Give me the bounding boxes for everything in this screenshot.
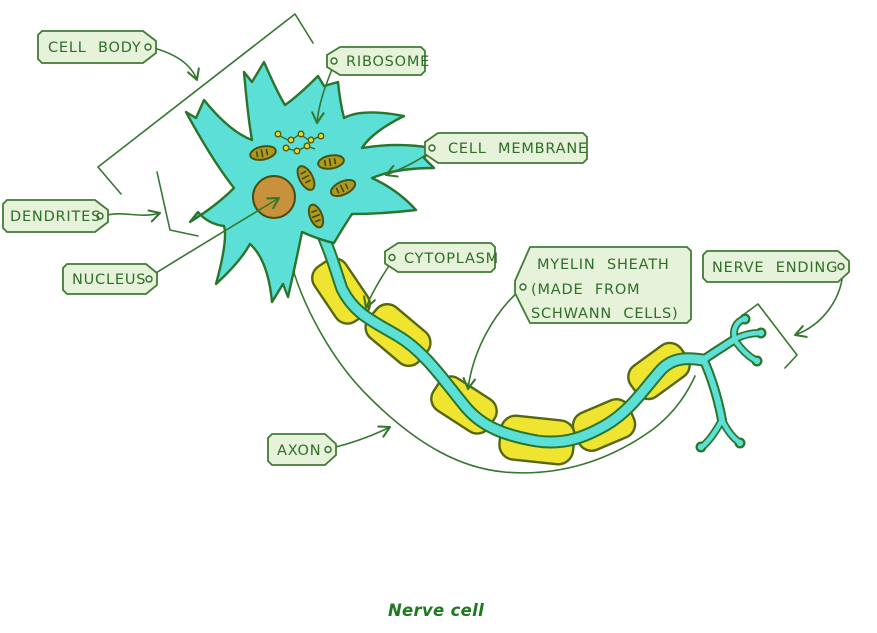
myelin-label-line2: (MADE FROM <box>531 282 640 298</box>
mitochondrion-cristae <box>300 170 311 184</box>
guide-brackets <box>97 13 798 474</box>
ribosome-bead <box>293 147 301 155</box>
tag-shape <box>267 433 337 466</box>
lower-prong <box>700 417 725 449</box>
nerve-ending-bracket <box>742 303 798 369</box>
mitochondrion <box>317 154 345 170</box>
lower-prong <box>719 417 742 445</box>
mitochondrion <box>296 165 316 191</box>
mitochondrion <box>307 203 325 229</box>
terminal-bulb <box>741 315 749 323</box>
tag-hole-icon <box>324 445 332 454</box>
ribosome-bead <box>287 136 295 144</box>
axon-cytoplasm <box>319 233 708 447</box>
mitochondrion-body <box>329 178 357 198</box>
cell-membrane-label: CELL MEMBRANE <box>448 141 588 157</box>
terminal-bulb <box>736 439 744 447</box>
tag-hole-icon <box>330 57 338 65</box>
mitochondrion-cristae <box>255 149 269 158</box>
tag-hole-icon <box>96 212 104 220</box>
lower-branch <box>702 360 725 423</box>
ribosome-bead <box>303 142 311 150</box>
ribosome-bead <box>297 130 305 138</box>
cell-body-arrow <box>149 46 200 82</box>
mitochondrion-body <box>296 165 316 191</box>
tag-shape <box>326 46 426 76</box>
tag-hole-icon <box>519 283 527 291</box>
cytoplasm-label: CYTOPLASM <box>404 251 499 267</box>
tag-shape <box>62 263 158 295</box>
ribosome-bead <box>282 144 290 152</box>
axon-fiber <box>317 231 767 453</box>
nucleus-shape <box>252 175 296 219</box>
tag-hole-icon <box>837 262 845 271</box>
mitochondria <box>249 145 357 229</box>
ribosome-cluster <box>274 130 325 155</box>
tag-ribosome: RIBOSOME <box>326 46 430 76</box>
tag-cell-body: CELL BODY <box>37 30 157 64</box>
ribosome-bead <box>307 136 315 144</box>
myelin-arrow <box>462 289 521 391</box>
tag-hole-icon <box>428 144 436 152</box>
terminal-bulb <box>757 329 765 337</box>
axon-arrow <box>331 425 392 449</box>
myelin-label-line1: MYELIN SHEATH <box>537 257 670 273</box>
terminal-bulb <box>697 443 705 451</box>
tag-nerve-ending: NERVE ENDING <box>702 250 850 283</box>
mitochondrion-body <box>249 145 277 161</box>
dendrites-bracket <box>156 171 199 237</box>
axon-label: AXON <box>277 443 321 459</box>
nucleus-label: NUCLEUS <box>72 272 146 288</box>
terminal-prong <box>733 339 758 363</box>
cell-body-bracket <box>97 13 314 195</box>
diagram-caption: Nerve cell <box>388 601 484 620</box>
mitochondrion <box>249 145 277 161</box>
tag-shape <box>2 199 109 233</box>
dendrites-arrow <box>103 209 162 223</box>
ribosome-strand <box>284 145 316 152</box>
ribosome-bead <box>317 132 325 140</box>
ribosome-label: RIBOSOME <box>346 54 430 70</box>
mitochondrion-cristae <box>323 158 337 167</box>
tag-hole-icon <box>388 253 396 262</box>
tag-shape <box>514 246 692 324</box>
tag-hole-icon <box>145 275 153 283</box>
tag-cytoplasm: CYTOPLASM <box>384 242 499 273</box>
mitochondrion-cristae <box>311 209 321 223</box>
cell-body-label: CELL BODY <box>48 40 142 56</box>
tag-shape <box>37 30 157 64</box>
nucleus-arrow <box>150 196 281 277</box>
mitochondrion-cristae <box>335 183 349 194</box>
tag-shape <box>384 242 496 273</box>
mitochondrion <box>329 178 357 198</box>
tag-hole-icon <box>144 43 152 51</box>
ribosome-bead <box>274 130 282 138</box>
tag-cell-membrane: CELL MEMBRANE <box>424 132 588 164</box>
axon-bracket <box>289 257 696 474</box>
tag-nucleus: NUCLEUS <box>62 263 158 295</box>
terminal-prong <box>732 330 762 342</box>
dendrites-label: DENDRITES <box>10 209 101 225</box>
tag-axon: AXON <box>267 433 337 466</box>
tag-myelin-sheath: MYELIN SHEATH (MADE FROM SCHWANN CELLS) <box>514 246 692 324</box>
tag-shape <box>702 250 850 283</box>
myelin-label-line3: SCHWANN CELLS) <box>531 306 679 322</box>
nerve-ending-label: NERVE ENDING <box>712 260 838 276</box>
terminal-bulb <box>753 357 761 365</box>
terminal-stem <box>700 336 738 363</box>
tag-shape <box>424 132 588 164</box>
tag-dendrites: DENDRITES <box>2 199 109 233</box>
mitochondrion-body <box>317 154 345 170</box>
